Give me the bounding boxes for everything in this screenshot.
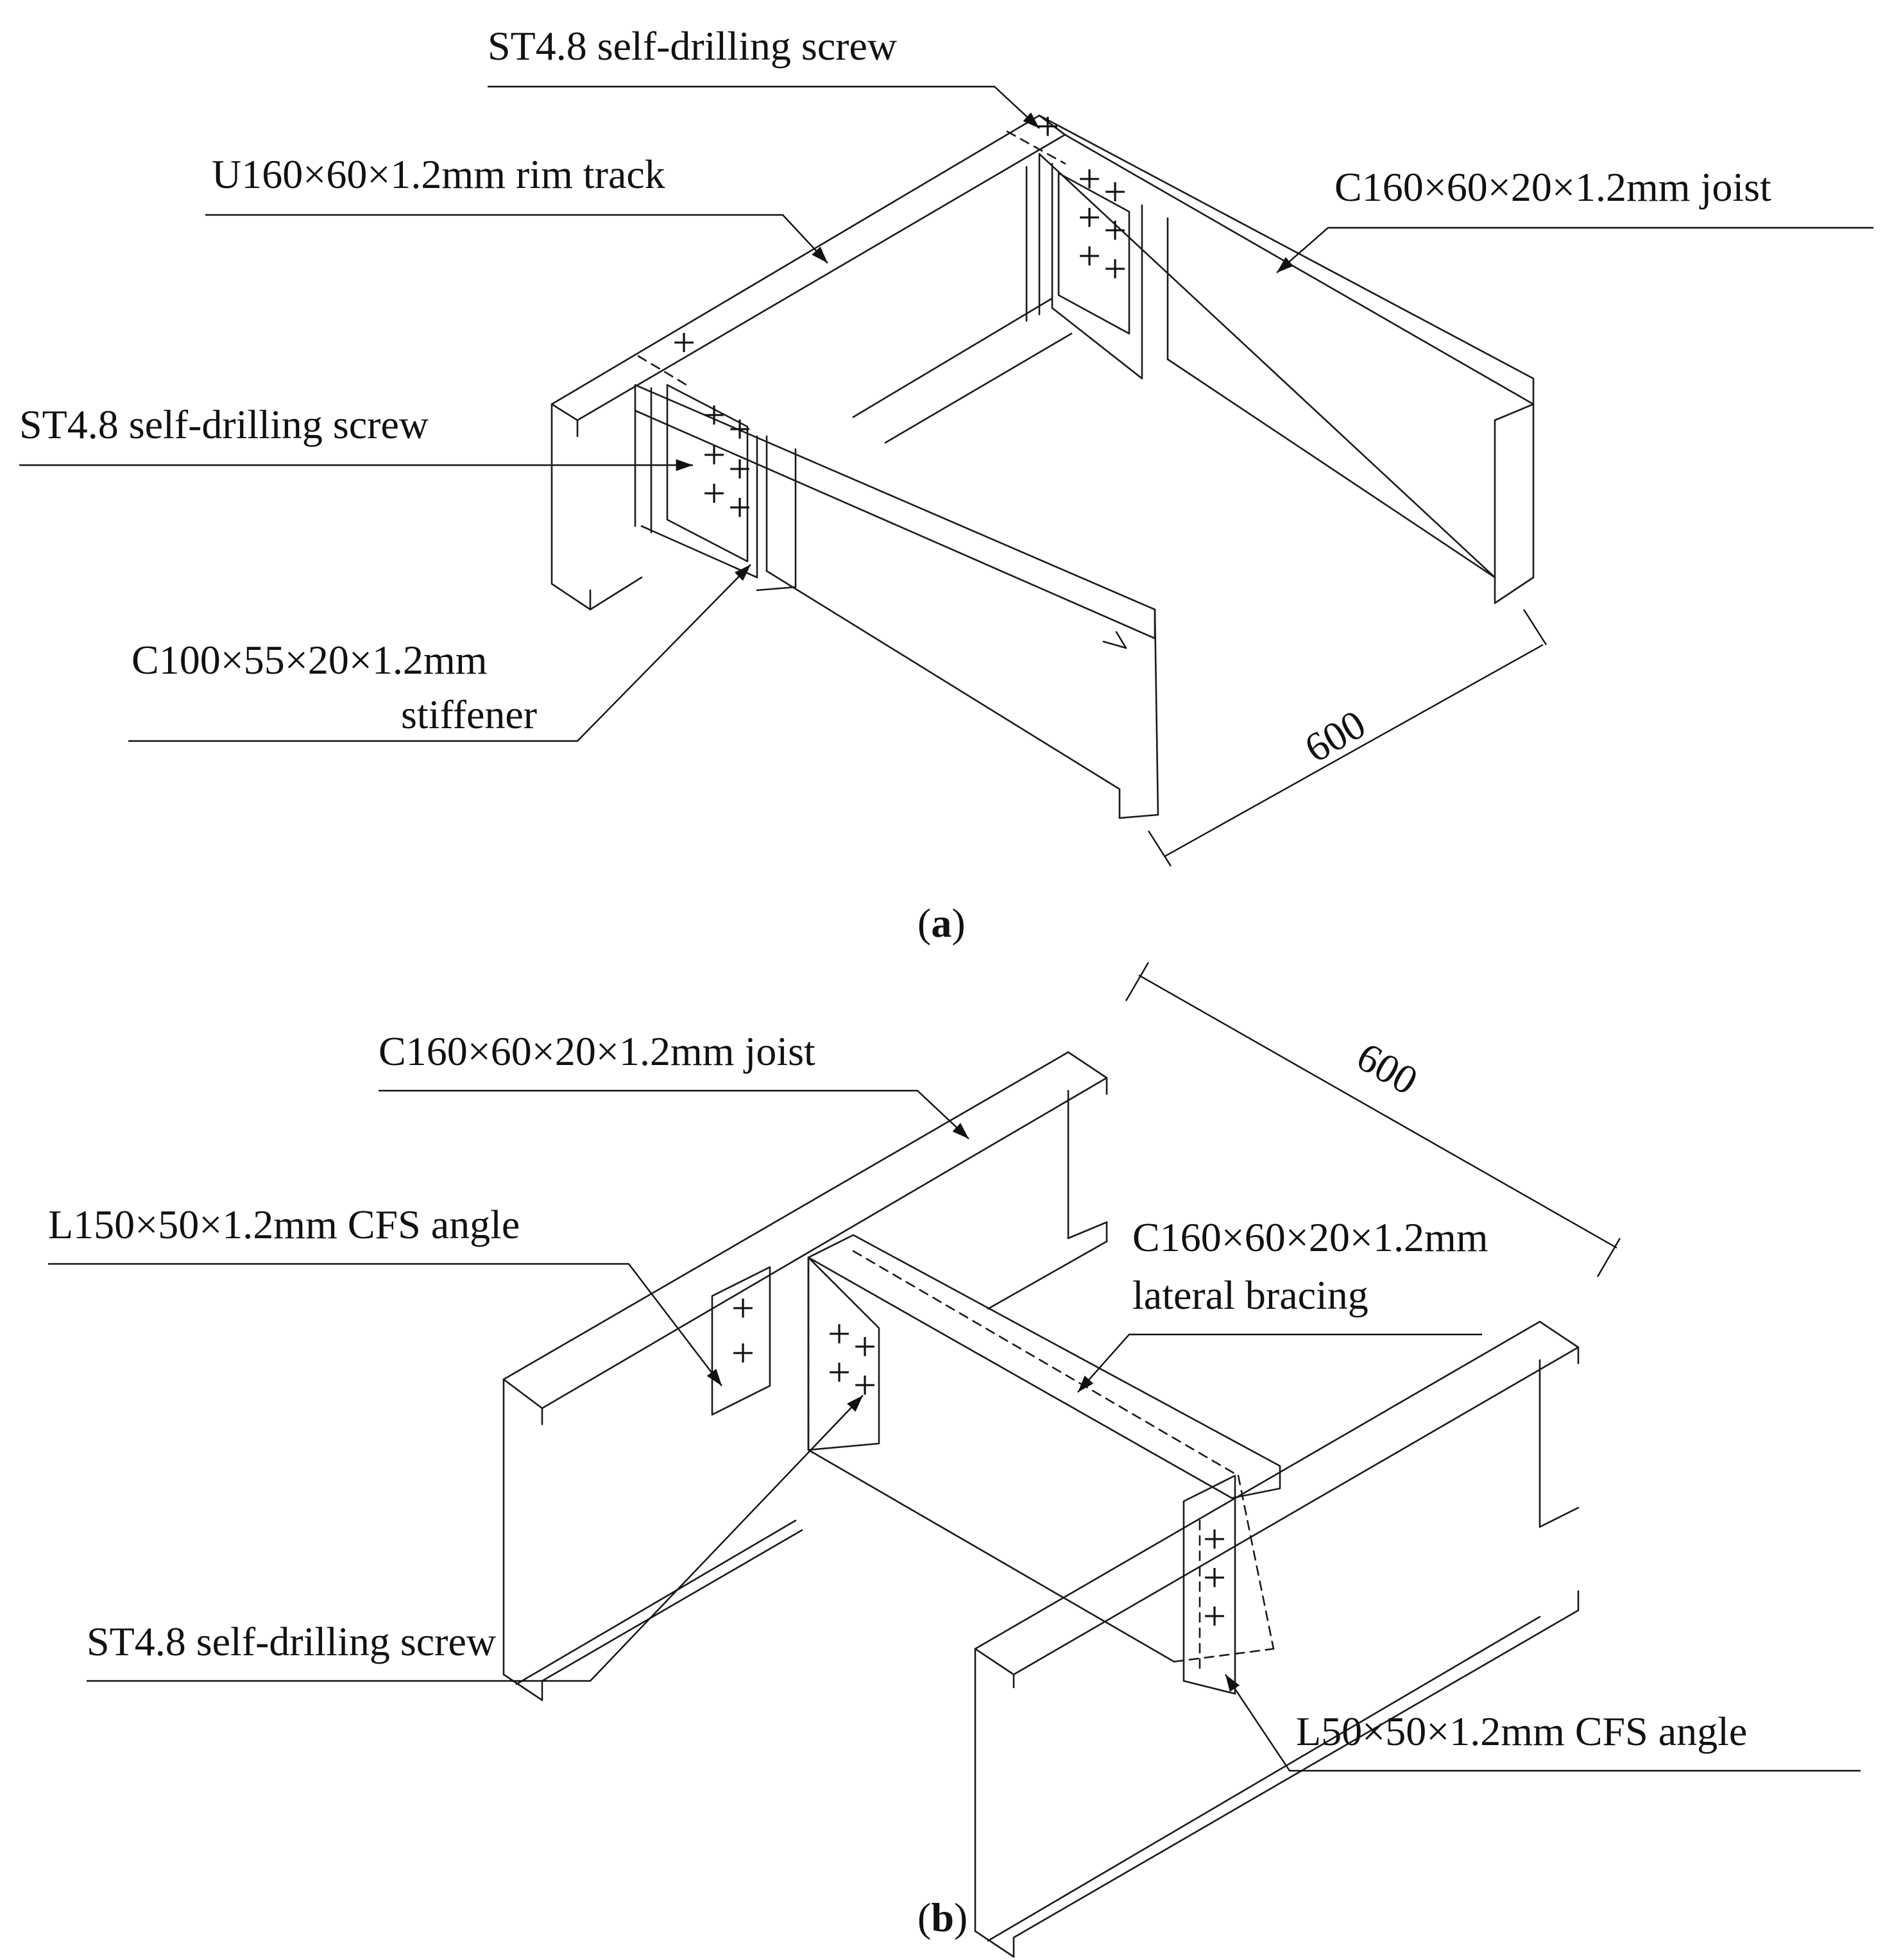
label-screw-top-a: ST4.8 self-drilling screw xyxy=(488,23,897,69)
svg-text:+: + xyxy=(1104,246,1127,291)
lateral-bracing-top xyxy=(807,1234,1281,1499)
label-joist-a: C160×60×20×1.2mm joist xyxy=(1334,164,1771,210)
svg-text:+: + xyxy=(728,484,751,530)
screws-b: + + + + + + + + + xyxy=(731,1285,1226,1639)
labels-a: ST4.8 self-drilling screw U160×60×1.2mm … xyxy=(19,23,1771,771)
label-dimension-a: 600 xyxy=(1297,701,1374,771)
label-bracing-line1: C160×60×20×1.2mm xyxy=(1132,1214,1488,1260)
svg-text:+: + xyxy=(703,432,726,477)
svg-text:(b): (b) xyxy=(917,1895,968,1940)
labels-b: C160×60×20×1.2mm joist L150×50×1.2mm CFS… xyxy=(48,1028,1747,1754)
svg-text:+: + xyxy=(1078,194,1101,240)
leaders-a xyxy=(19,85,1873,742)
svg-text:(a): (a) xyxy=(917,900,966,946)
svg-text:+: + xyxy=(703,470,726,516)
label-stiffener-line1: C100×55×20×1.2mm xyxy=(132,637,488,683)
caption-b: (b) xyxy=(917,1895,968,1940)
label-screw-b: ST4.8 self-drilling screw xyxy=(87,1619,496,1664)
figure-b-drawing xyxy=(502,1051,1580,1958)
svg-text:+: + xyxy=(1078,156,1101,201)
svg-text:+: + xyxy=(1203,1516,1226,1562)
svg-text:+: + xyxy=(703,392,726,438)
svg-text:+: + xyxy=(828,1349,851,1395)
svg-text:+: + xyxy=(1036,103,1059,149)
label-bracing-line2: lateral bracing xyxy=(1132,1272,1368,1318)
screws-a: + + + + + + + + + + + + + + xyxy=(672,103,1127,530)
svg-text:+: + xyxy=(731,1285,754,1331)
back-joist-top-flange xyxy=(502,1051,1108,1410)
svg-text:+: + xyxy=(728,446,751,491)
label-screw-left-a: ST4.8 self-drilling screw xyxy=(19,402,429,447)
svg-text:+: + xyxy=(1104,207,1127,253)
leaders-b xyxy=(48,1089,1861,1772)
label-joist-b: C160×60×20×1.2mm joist xyxy=(379,1028,815,1074)
caption-a: (a) xyxy=(917,900,966,946)
label-rim-track: U160×60×1.2mm rim track xyxy=(212,151,665,197)
angle-150-right-leg xyxy=(807,1256,880,1451)
label-dimension-b: 600 xyxy=(1349,1034,1426,1104)
dimension-a xyxy=(1147,609,1547,867)
stiffener-left xyxy=(666,384,749,563)
svg-text:+: + xyxy=(1203,1555,1226,1600)
svg-text:+: + xyxy=(672,320,695,365)
stiffener-right xyxy=(1057,172,1130,335)
angle-50 xyxy=(1182,1474,1236,1695)
svg-text:+: + xyxy=(1203,1593,1226,1639)
label-stiffener-line2: stiffener xyxy=(401,692,537,737)
dimension-b xyxy=(1125,962,1621,1277)
figure-a-drawing xyxy=(550,114,1535,819)
label-angle-50: L50×50×1.2mm CFS angle xyxy=(1296,1709,1747,1754)
label-angle-150: L150×50×1.2mm CFS angle xyxy=(48,1202,520,1247)
svg-text:+: + xyxy=(1104,169,1127,214)
svg-text:+: + xyxy=(828,1311,851,1356)
svg-text:+: + xyxy=(853,1324,876,1369)
svg-text:+: + xyxy=(731,1330,754,1376)
rim-left-end xyxy=(550,403,643,611)
svg-text:+: + xyxy=(728,406,751,452)
svg-text:+: + xyxy=(1078,233,1101,278)
